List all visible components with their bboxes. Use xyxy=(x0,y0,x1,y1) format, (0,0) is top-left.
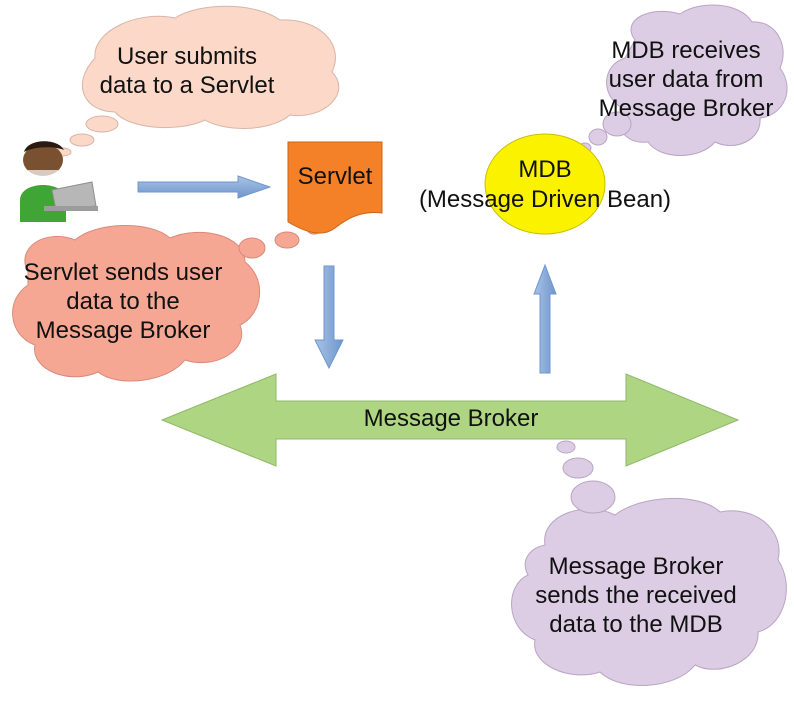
bubble-line: Servlet sends user xyxy=(23,259,223,286)
thought-dot xyxy=(69,133,95,147)
bubble-line: data to a Servlet xyxy=(99,72,275,99)
thought-dot xyxy=(602,111,632,137)
bubble-line: data to the xyxy=(66,288,180,315)
arrow-user-to-servlet xyxy=(137,175,272,199)
thought-dot xyxy=(562,457,594,479)
cloud-user-submits xyxy=(54,5,340,157)
thought-dot xyxy=(570,480,616,514)
bubble-line: Message Broker xyxy=(598,95,774,122)
thought-dot xyxy=(85,115,119,133)
person-with-laptop-icon xyxy=(20,141,98,222)
bubble-mdb-receives-text: MDB receives user data from Message Brok… xyxy=(586,36,786,123)
bubble-broker-sends-text: Message Broker sends the received data t… xyxy=(518,552,754,639)
bubble-line: Message Broker xyxy=(548,553,724,580)
bubble-line: user data from xyxy=(608,66,764,93)
thought-dot xyxy=(274,231,300,249)
arrow-servlet-to-broker xyxy=(314,265,344,370)
thought-dot xyxy=(238,237,266,259)
mdb-title: MDB xyxy=(518,156,572,183)
cloud-broker-sends xyxy=(511,440,787,687)
bubble-line: MDB receives xyxy=(611,37,761,64)
servlet-label: Servlet xyxy=(297,163,373,190)
cloud-mdb-receives xyxy=(578,4,788,156)
servlet-node xyxy=(287,141,383,234)
cloud-shape xyxy=(12,224,261,382)
thought-dot xyxy=(588,128,608,146)
message-broker-node xyxy=(160,373,740,467)
mdb-subtitle: (Message Driven Bean) xyxy=(418,186,672,213)
message-broker-label: Message Broker xyxy=(363,405,539,432)
bubble-line: User submits xyxy=(116,43,258,70)
arrow-broker-to-mdb xyxy=(533,263,557,374)
bubble-line: Message Broker xyxy=(35,317,211,344)
cloud-shape xyxy=(511,497,787,687)
bubble-user-submits-text: User submits data to a Servlet xyxy=(82,42,292,100)
bubble-servlet-sends-text: Servlet sends user data to the Message B… xyxy=(8,258,238,345)
bubble-line: data to the MDB xyxy=(549,611,723,638)
thought-dot xyxy=(556,440,576,454)
mdb-node xyxy=(484,133,606,235)
bubble-line: sends the received xyxy=(535,582,737,609)
cloud-shape xyxy=(82,5,340,129)
